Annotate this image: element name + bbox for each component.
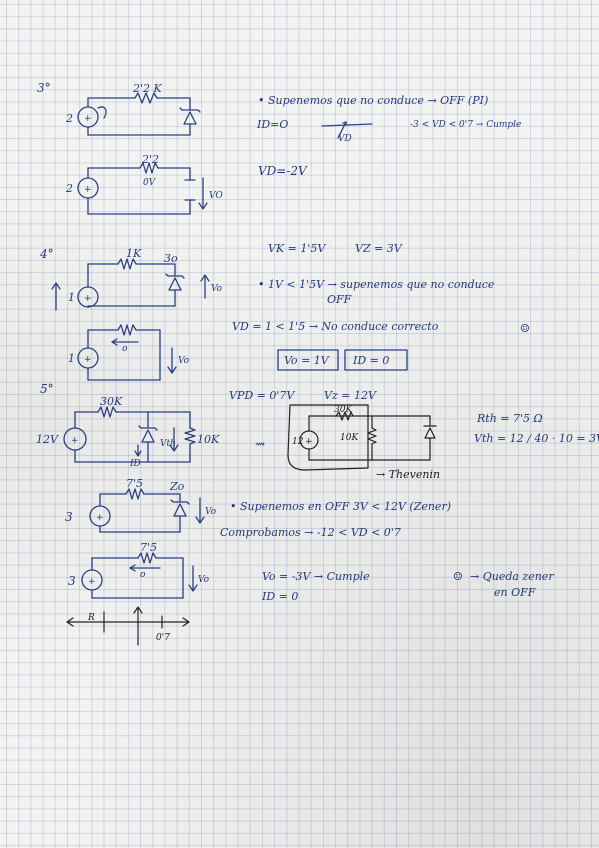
ex3-resistor-1-value: 2'2 K <box>132 82 163 95</box>
ex4-circuit-2: + 1 o Vo <box>68 324 190 381</box>
ex4-smile: ☺ <box>520 322 530 335</box>
svg-text:+: + <box>84 114 92 124</box>
ex4-boxed-results: Vo = 1V ID = 0 <box>277 349 408 371</box>
ex5-source-1-value: 12V <box>36 433 59 446</box>
ex3-number: 3° <box>37 81 51 95</box>
ex4-number: 4° <box>39 247 54 261</box>
ex4-off: OFF <box>327 293 352 306</box>
ex5-conclusion-1: → Queda zener <box>470 570 554 583</box>
ex5-note-1: • Supenemos en OFF 3V < 12V (Zener) <box>230 500 451 513</box>
ex5-resistor-2-value: 7'5 <box>126 477 143 490</box>
ex5-circuit-3: + 7'5 o 3 Vo <box>68 541 210 599</box>
ex5-diode-2-label: Zo <box>169 480 185 493</box>
ex4-box-vo: Vo = 1V <box>284 354 330 367</box>
ex5-rth: Rth = 7'5 Ω <box>476 412 543 425</box>
ex5-vo-result: Vo = -3V → Cumple <box>262 570 370 583</box>
ex5-vo3-label: Vo <box>198 575 210 585</box>
ex4-vo-label: Vo <box>211 284 223 294</box>
ex4-source-2-value: 1 <box>68 352 75 365</box>
ex3-range: -3 < VD < 0'7 → Cumple <box>410 120 521 130</box>
ex4-vz: VZ = 3V <box>355 242 403 255</box>
ex3-vd-result: VD=-2V <box>258 164 308 178</box>
ex3-vd-sketch <box>321 121 373 139</box>
svg-text:+: + <box>88 577 96 587</box>
ex5-axis-sketch: R 0'7 <box>66 606 190 646</box>
ex4-circuit-1: + 1K 3o 1 Vo <box>51 247 223 311</box>
ex3-source-1-value: 2 <box>65 112 73 125</box>
svg-text:+: + <box>84 185 92 195</box>
ex3-vd-label: VD <box>338 134 352 144</box>
ex4-resistor-1-value: 1K <box>126 247 142 260</box>
svg-text:+: + <box>84 355 92 365</box>
ex5-vth-label: Vth <box>160 439 176 449</box>
ex3-resistor-2-voltage: 0V <box>143 178 157 188</box>
ex4-note-1: • 1V < 1'5V → supenemos que no conduce <box>258 278 495 291</box>
ex5-vz: Vz = 12V <box>324 389 377 402</box>
ex5-axis-r: R <box>87 613 95 623</box>
ex5-vth-equation: Vth = 12 / 40 · 10 = 3V <box>474 432 599 445</box>
ex5-axis-07: 0'7 <box>156 633 170 643</box>
ex5-resistor-1-value: 30K <box>100 395 123 408</box>
svg-text:+: + <box>96 513 104 523</box>
ex5-circuit-1: + 30K 12V ID Vth 10K <box>36 395 220 469</box>
ex5-id-result: ID = 0 <box>261 590 298 603</box>
svg-text:+: + <box>71 436 79 446</box>
ex5-conclusion-2: en OFF <box>494 586 536 599</box>
ex5-vo2-label: Vo <box>205 507 217 517</box>
ex3-circuit-2: + 2 2'2 0V VO <box>65 153 223 215</box>
ex3-id: ID=O <box>256 118 288 131</box>
ex5-source-3-value: 3 <box>68 574 76 588</box>
ex5-thevenin-label: → Thevenin <box>376 468 440 481</box>
ex4-vo2-label: Vo <box>178 356 190 366</box>
ex5-load-value: 10K <box>197 433 220 446</box>
ex3-circuit-1: + 2 2'2 K <box>65 82 201 136</box>
ex5-check: Comprobamos → -12 < VD < 0'7 <box>220 526 401 539</box>
svg-text:+: + <box>84 294 92 304</box>
ex5-number: 5° <box>40 382 54 396</box>
ex5-thevenin-resistor: 30K <box>334 405 353 415</box>
ex4-box-id: ID = 0 <box>352 354 389 367</box>
ex5-equivalent-arrow: ⇝ <box>255 437 265 451</box>
ex5-circuit-2: + 7'5 Zo 3 Vo <box>65 477 217 533</box>
ex5-resistor-3-voltage: o <box>140 570 146 580</box>
ex4-resistor-2-voltage: o <box>122 344 128 354</box>
ex3-note-1: • Supenemos que no conduce → OFF (PI) <box>258 94 488 107</box>
ex4-source-1-value: 1 <box>68 291 75 304</box>
ex5-resistor-3-value: 7'5 <box>140 541 157 554</box>
ex5-thevenin-load: 10K <box>340 433 359 443</box>
ex5-smile: ☺ <box>453 570 463 583</box>
ex4-diode-label: 3o <box>164 252 178 265</box>
ex5-id-label: ID <box>129 459 141 469</box>
ex5-source-2-value: 3 <box>65 510 73 524</box>
ex3-vo-label: VO <box>209 191 223 201</box>
ex3-resistor-2-value: 2'2 <box>141 153 159 166</box>
ex5-vpd: VPD = 0'7V <box>229 389 295 402</box>
ex4-vd-equation: VD = 1 < 1'5 → No conduce correcto <box>232 320 439 333</box>
ex5-thevenin-circuit: + 30K 12 10K <box>287 404 437 471</box>
ex4-vk: VK = 1'5V <box>268 242 326 255</box>
ex3-source-2-value: 2 <box>65 182 73 195</box>
svg-text:+: + <box>305 437 313 447</box>
ex5-thevenin-source: 12 <box>292 437 304 447</box>
